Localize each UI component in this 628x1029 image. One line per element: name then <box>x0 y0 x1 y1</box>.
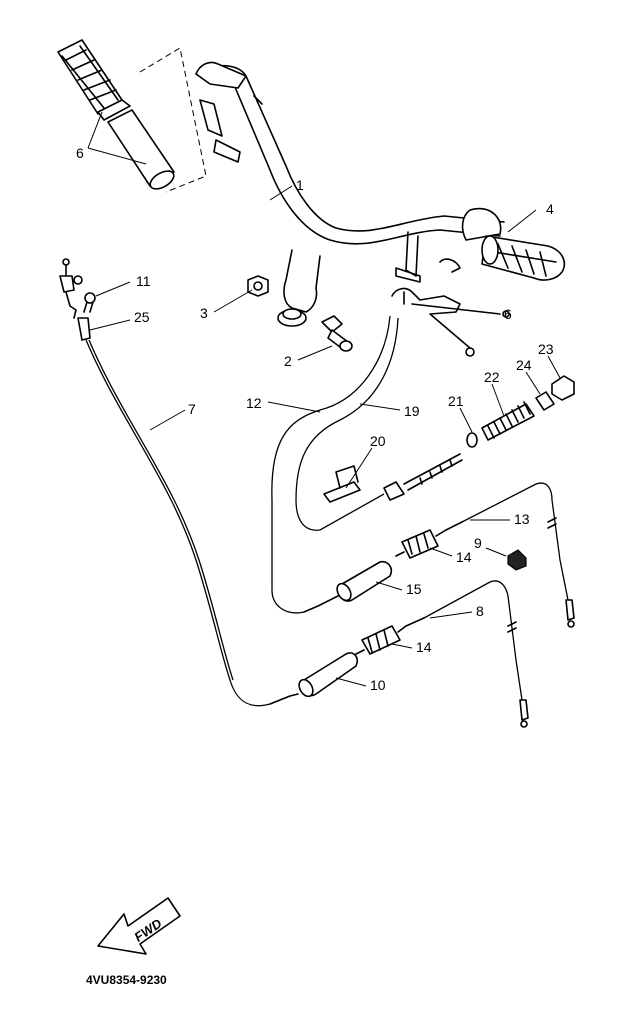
callout-6-right: 6 <box>504 306 512 322</box>
callout-11: 11 <box>136 273 151 289</box>
reference-code: 4VU8354-9230 <box>86 973 167 987</box>
connector-14-lower <box>355 625 407 655</box>
callout-10: 10 <box>370 677 386 693</box>
callout-3: 3 <box>200 305 208 321</box>
left-grip <box>57 39 131 121</box>
callout-13: 13 <box>514 511 530 527</box>
stem <box>277 249 321 327</box>
callout-12: 12 <box>246 395 262 411</box>
callout-24: 24 <box>516 357 532 373</box>
right-grip <box>481 235 566 281</box>
nut-3 <box>247 275 269 297</box>
nut-9 <box>507 549 527 571</box>
cable-13 <box>445 482 575 628</box>
brake-lever-bracket <box>391 287 510 357</box>
callout-14-lower: 14 <box>416 639 432 655</box>
ring-21 <box>466 432 478 448</box>
callout-7: 7 <box>188 401 196 417</box>
callout-9: 9 <box>474 535 482 551</box>
callout-8: 8 <box>476 603 484 619</box>
throttle-cable-end <box>59 258 83 319</box>
callout-1: 1 <box>296 177 304 193</box>
bracket-20 <box>323 465 361 503</box>
callout-25: 25 <box>134 309 150 325</box>
connector-14-upper <box>395 529 447 559</box>
callout-4: 4 <box>546 201 554 217</box>
leader-lines <box>87 111 561 687</box>
handlebar <box>195 61 505 283</box>
cable-8 <box>405 580 529 728</box>
callout-20: 20 <box>370 433 386 449</box>
bolt-2 <box>321 315 353 352</box>
nut-23 <box>551 375 575 401</box>
throttle-cable <box>85 339 299 707</box>
adjuster-rod <box>383 453 463 501</box>
callout-2: 2 <box>284 353 292 369</box>
cover-15 <box>303 560 393 613</box>
cover-10 <box>298 652 359 698</box>
cable-adjuster-25 <box>77 317 91 341</box>
callout-6-left: 6 <box>76 145 84 161</box>
cable-12 <box>271 315 391 614</box>
fwd-arrow-icon: FWD <box>97 897 181 955</box>
callout-21: 21 <box>448 393 464 409</box>
left-grip-sleeve <box>107 109 175 190</box>
spring-22 <box>481 401 535 441</box>
callout-23: 23 <box>538 341 554 357</box>
callout-labels: 6 1 3 2 4 6 11 25 7 12 19 20 21 22 24 23… <box>76 145 554 693</box>
callout-22: 22 <box>484 369 500 385</box>
collar-24 <box>535 391 555 411</box>
screw-11 <box>83 292 96 313</box>
callout-15: 15 <box>406 581 422 597</box>
cable-19 <box>295 317 399 531</box>
callout-19: 19 <box>404 403 420 419</box>
callout-14-upper: 14 <box>456 549 472 565</box>
left-grip-dashed-box <box>139 47 207 193</box>
